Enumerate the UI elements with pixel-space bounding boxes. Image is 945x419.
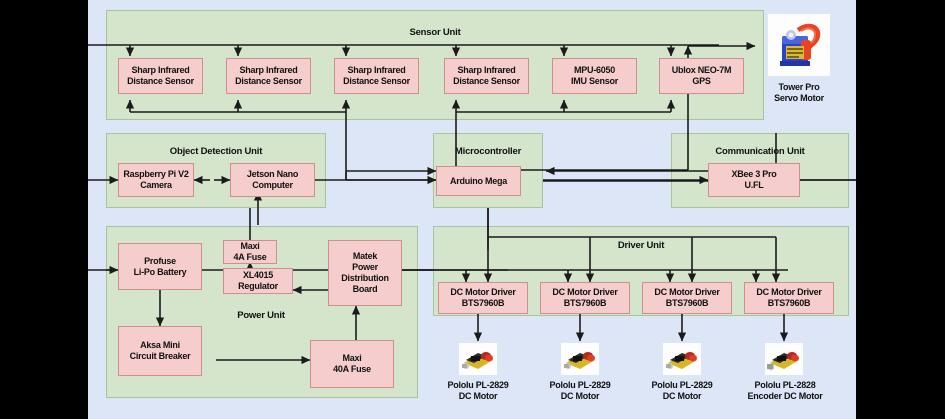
matek-power-distribution-box[interactable]: Matek Power Distribution Board — [328, 240, 402, 306]
motor-4-line2: Encoder DC Motor — [747, 391, 823, 401]
motor-2-line2: DC Motor — [560, 391, 600, 401]
battery-line1: Profuse — [144, 255, 176, 266]
matek-line3: Distribution — [341, 273, 389, 283]
sensor-4-line2: Distance Sensor — [453, 76, 520, 86]
servo-caption-line1: Tower Pro — [778, 82, 820, 92]
xbee-line1: XBee 3 Pro — [731, 169, 777, 179]
sensor-1-line1: Sharp Infrared — [131, 65, 190, 75]
rpi-line1: Raspberry Pi V2 — [123, 169, 189, 179]
jetson-line1: Jetson Nano — [246, 169, 299, 179]
fuse4a-line2: 4A Fuse — [233, 252, 267, 262]
fuse40a-line1: Maxi — [342, 353, 362, 363]
pololu-encoder-dc-motor-caption-4: Pololu PL-2828 Encoder DC Motor — [737, 380, 833, 402]
pololu-dc-motor-image-1 — [459, 343, 497, 375]
sensor-3-line2: Distance Sensor — [343, 76, 410, 86]
driver-1-line1: DC Motor Driver — [450, 287, 516, 297]
sensor-2-line1: Sharp Infrared — [239, 65, 298, 75]
driver-4-line1: DC Motor Driver — [756, 287, 822, 297]
motor-4-line1: Pololu PL-2828 — [754, 380, 816, 390]
sensor-5-line2: IMU Sensor — [570, 76, 618, 86]
driver-4-line2: BTS7960B — [767, 298, 811, 308]
matek-line4: Board — [352, 284, 378, 294]
reg-line1: XL4015 — [242, 270, 273, 280]
motor-1-line2: DC Motor — [458, 391, 498, 401]
driver-1-line2: BTS7960B — [461, 298, 505, 308]
communication-unit-title: Communication Unit — [715, 146, 805, 157]
sensor-unit-title: Sensor Unit — [409, 27, 461, 38]
sensor-2-line2: Distance Sensor — [235, 76, 302, 86]
object-detection-unit-title: Object Detection Unit — [169, 146, 263, 157]
driver-3-line2: BTS7960B — [665, 298, 709, 308]
sensor-4-line1: Sharp Infrared — [457, 65, 516, 75]
pololu-dc-motor-caption-2: Pololu PL-2829 DC Motor — [535, 380, 625, 402]
power-unit-title: Power Unit — [237, 310, 285, 321]
driver-2-line1: DC Motor Driver — [552, 287, 618, 297]
sensor-5-line1: MPU-6050 — [573, 65, 615, 75]
fuse4a-line1: Maxi — [240, 241, 260, 251]
motor-3-line1: Pololu PL-2829 — [651, 380, 713, 390]
driver-unit-title: Driver Unit — [617, 240, 665, 251]
jetson-line2: Computer — [252, 180, 293, 190]
motor-3-line2: DC Motor — [662, 391, 702, 401]
pololu-dc-motor-image-3 — [663, 343, 701, 375]
reg-line2: Regulator — [238, 281, 278, 291]
pololu-encoder-dc-motor-image-4 — [765, 343, 803, 375]
sensor-6-line2: GPS — [692, 76, 711, 86]
sensor-unit-panel — [106, 10, 764, 120]
diagram-canvas: Sensor Unit Object Detection Unit Microc… — [88, 0, 856, 419]
tower-pro-servo-motor-image — [768, 14, 830, 76]
sensor-1-line2: Distance Sensor — [127, 76, 194, 86]
pololu-dc-motor-image-2 — [561, 343, 599, 375]
microcontroller-unit-title: Microcontroller — [454, 146, 522, 157]
arduino-label: Arduino Mega — [450, 175, 507, 186]
driver-3-line1: DC Motor Driver — [654, 287, 720, 297]
fuse40a-line2: 40A Fuse — [333, 364, 371, 374]
pololu-dc-motor-caption-1: Pololu PL-2829 DC Motor — [433, 380, 523, 402]
arduino-mega-box[interactable]: Arduino Mega — [436, 166, 521, 196]
xbee-line2: U.FL — [744, 180, 764, 190]
sensor-3-line1: Sharp Infrared — [347, 65, 406, 75]
breaker-line1: Aksa Mini — [140, 340, 180, 350]
matek-line1: Matek — [352, 251, 378, 261]
servo-caption-line2: Servo Motor — [774, 93, 824, 103]
motor-1-line1: Pololu PL-2829 — [447, 380, 509, 390]
tower-pro-servo-motor-caption: Tower Pro Servo Motor — [756, 82, 842, 104]
motor-2-line1: Pololu PL-2829 — [549, 380, 611, 390]
rpi-line2: Camera — [140, 180, 172, 190]
battery-line2: Li-Po Battery — [133, 266, 187, 277]
breaker-line2: Circuit Breaker — [129, 351, 191, 361]
pololu-dc-motor-caption-3: Pololu PL-2829 DC Motor — [637, 380, 727, 402]
sensor-6-line1: Ublox NEO-7M — [671, 65, 732, 75]
matek-line2: Power — [352, 262, 378, 272]
driver-2-line2: BTS7960B — [563, 298, 607, 308]
